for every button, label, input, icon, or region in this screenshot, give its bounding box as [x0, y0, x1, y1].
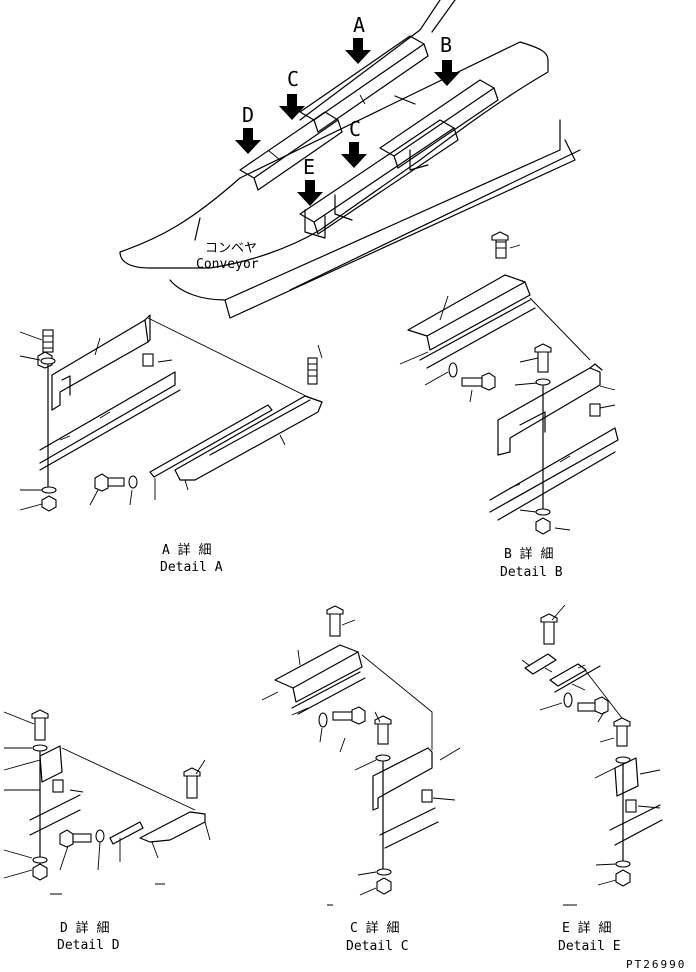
arrow-a-label: A: [353, 13, 365, 37]
overview-assembly: [119, 0, 581, 319]
arrow-c-upper-label: C: [287, 67, 299, 91]
detail-c-title-en: Detail C: [346, 939, 409, 954]
conveyor-label: コンベヤ Conveyor: [196, 241, 259, 272]
detail-b-title-jp: B 詳 細: [504, 546, 553, 562]
detail-a-title-jp: A 詳 細: [162, 542, 211, 558]
detail-c-drawing: [261, 605, 461, 906]
detail-b-title-en: Detail B: [500, 565, 563, 580]
arrow-marker-c-lower: C: [341, 117, 367, 168]
arrow-e-label: E: [303, 155, 315, 179]
conveyor-label-jp: コンベヤ: [205, 241, 257, 256]
arrow-c-lower-label: C: [349, 117, 361, 141]
detail-c-caption: C 詳 細 Detail C: [346, 920, 409, 954]
detail-b-drawing: [399, 231, 619, 535]
detail-e-caption: E 詳 細 Detail E: [558, 920, 621, 954]
detail-d-drawing: [3, 709, 211, 895]
detail-a-drawing: [19, 314, 323, 512]
arrow-marker-b: B: [434, 33, 460, 86]
conveyor-label-en: Conveyor: [196, 257, 259, 272]
detail-a-title-en: Detail A: [160, 560, 223, 575]
detail-c-title-jp: C 詳 細: [350, 920, 399, 936]
drawing-code: PT26990: [626, 958, 686, 971]
arrow-marker-a: A: [345, 13, 371, 64]
arrow-d-label: D: [242, 103, 254, 127]
arrow-marker-e: E: [297, 155, 323, 206]
detail-d-title-en: Detail D: [57, 938, 120, 953]
detail-d-caption: D 詳 細 Detail D: [57, 920, 120, 953]
detail-e-title-jp: E 詳 細: [562, 920, 611, 936]
detail-e-drawing: [521, 604, 663, 906]
arrow-b-label: B: [440, 33, 452, 57]
detail-a-caption: A 詳 細 Detail A: [160, 542, 223, 575]
detail-b-caption: B 詳 細 Detail B: [500, 546, 563, 580]
arrow-marker-c-upper: C: [279, 67, 305, 120]
detail-e-title-en: Detail E: [558, 939, 621, 954]
arrow-marker-d: D: [235, 103, 261, 154]
detail-d-title-jp: D 詳 細: [60, 920, 109, 936]
